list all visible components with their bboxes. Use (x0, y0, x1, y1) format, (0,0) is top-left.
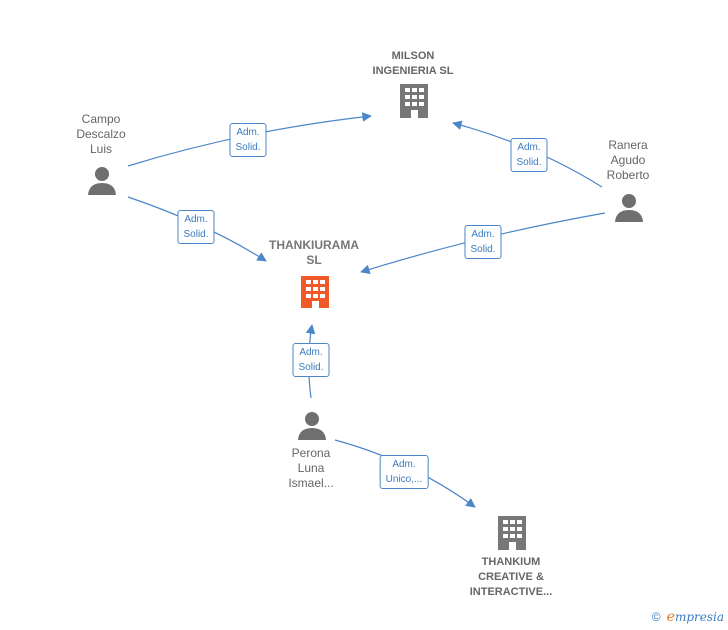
building-icon[interactable] (498, 516, 526, 550)
person-label-ranera[interactable]: Ranera Agudo Roberto (606, 138, 650, 182)
edge-label-perona-thankiurama: Adm. Solid. (292, 343, 330, 377)
person-label-perona[interactable]: Perona Luna Ismael... (288, 446, 334, 490)
person-icon[interactable] (615, 194, 643, 222)
edge-label-ranera-milson: Adm. Solid. (510, 138, 548, 172)
edge-label-campo-milson: Adm. Solid. (229, 123, 267, 157)
person-icon[interactable] (298, 412, 326, 440)
person-icon[interactable] (88, 167, 116, 195)
copyright-brand: © empresia (652, 609, 724, 625)
edge-label-ranera-thankiurama: Adm. Solid. (464, 225, 502, 259)
person-label-campo[interactable]: Campo Descalzo Luis (76, 112, 126, 156)
company-label-thankium[interactable]: THANKIUM CREATIVE & INTERACTIVE... (469, 556, 553, 598)
company-label-milson[interactable]: MILSON INGENIERIA SL (372, 50, 454, 77)
copyright-icon: © (651, 610, 661, 624)
edge-label-perona-thankium: Adm. Unico,... (379, 455, 429, 489)
edge-label-campo-thankiurama: Adm. Solid. (177, 210, 215, 244)
building-icon[interactable] (400, 84, 428, 118)
company-label-thankiurama[interactable]: THANKIURAMA SL (269, 238, 359, 267)
brand-initial: e (666, 609, 675, 625)
building-icon-main[interactable] (301, 276, 329, 308)
brand-name: mpresia (674, 610, 724, 624)
